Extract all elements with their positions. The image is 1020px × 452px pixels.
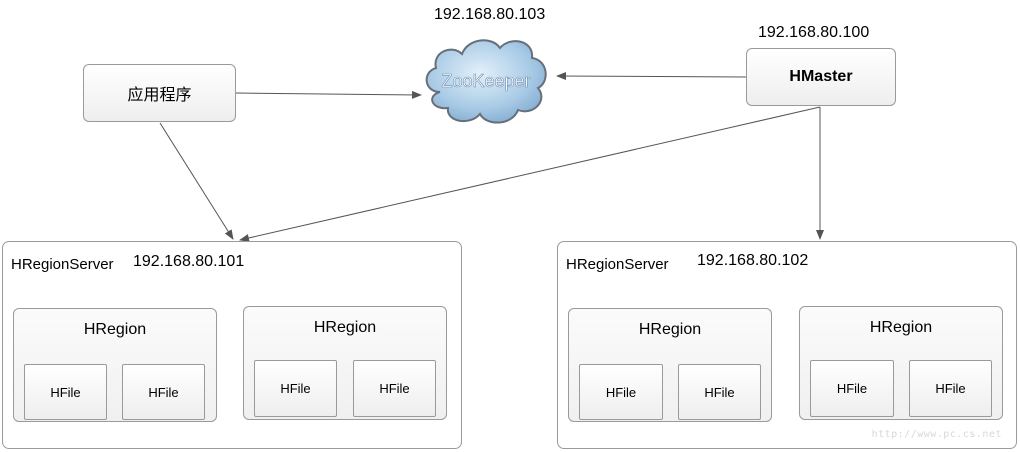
zookeeper-cloud-icon: ZooKeeper (425, 39, 547, 124)
hfile-label: HFile (379, 381, 410, 396)
hregion: HRegion HFile HFile (568, 308, 772, 422)
hfile-label: HFile (50, 384, 81, 400)
watermark: http://www.pc.cs.net (871, 429, 1002, 440)
hregion-title: HRegion (83, 321, 147, 338)
hfile: HFile (579, 364, 663, 420)
hfile-label: HFile (704, 384, 735, 400)
hregion-title: HRegion (638, 321, 702, 338)
hfile: HFile (254, 360, 337, 417)
arrow-app-to-server-1 (159, 122, 234, 240)
hmaster-ip: 192.168.80.100 (758, 24, 870, 41)
hfile-label: HFile (280, 381, 311, 396)
hregion-title: HRegion (313, 319, 377, 336)
application-label: 应用程序 (127, 87, 192, 104)
region-server-ip: 192.168.80.101 (133, 253, 245, 270)
application-box: 应用程序 (83, 64, 236, 122)
arrow-app-to-zookeeper (235, 90, 422, 99)
hfile-label: HFile (605, 384, 637, 400)
hfile: HFile (24, 364, 107, 420)
hfile: HFile (122, 364, 205, 420)
hfile-label: HFile (836, 381, 868, 396)
hregion: HRegion HFile HFile (243, 306, 447, 420)
hregion: HRegion HFile HFile (799, 306, 1003, 420)
region-server-ip: 192.168.80.102 (697, 252, 809, 269)
hfile-label: HFile (935, 381, 966, 396)
hmaster-label: HMaster (789, 68, 853, 85)
hfile: HFile (678, 364, 761, 420)
hmaster-box: HMaster (746, 48, 896, 106)
hfile-label: HFile (148, 384, 179, 400)
zookeeper-name: ZooKeeper (441, 71, 530, 91)
hfile: HFile (909, 360, 992, 417)
hregion: HRegion HFile HFile (13, 308, 217, 422)
region-server-title: HRegionServer (566, 256, 669, 273)
arrow-hmaster-to-server-1 (239, 106, 821, 242)
hfile: HFile (353, 360, 436, 417)
hfile: HFile (810, 360, 894, 417)
hregion-title: HRegion (869, 319, 933, 336)
region-server-title: HRegionServer (11, 256, 114, 273)
region-server-2: HRegionServer 192.168.80.102 HRegion HFi… (557, 241, 1017, 449)
zookeeper-ip: 192.168.80.103 (434, 6, 546, 23)
arrow-hmaster-to-zookeeper (556, 72, 747, 81)
region-server-1: HRegionServer 192.168.80.101 HRegion HFi… (2, 241, 462, 449)
